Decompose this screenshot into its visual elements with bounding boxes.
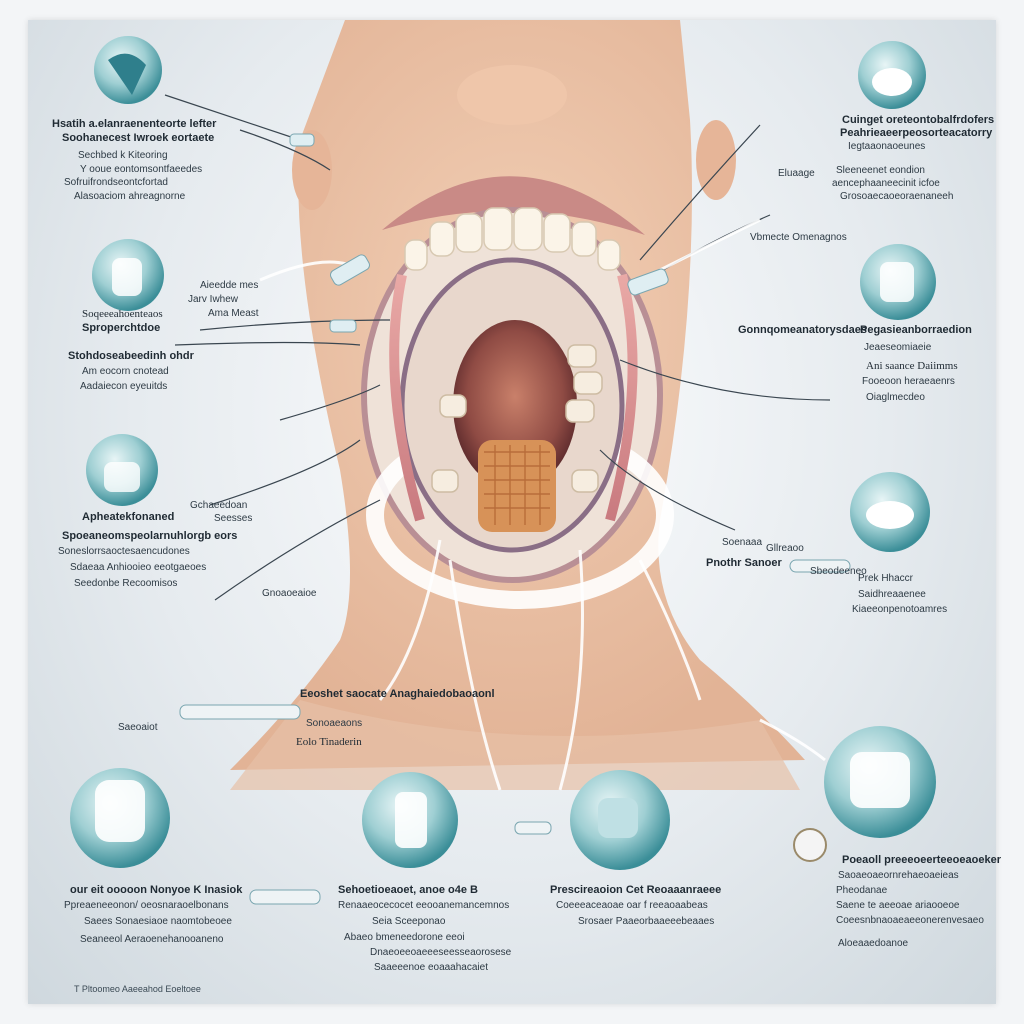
- label-b1-line3: Seaneeol Aeraoenehanooaneno: [80, 934, 224, 945]
- bubble-icon-b2: [362, 772, 458, 868]
- label-b4-line4: Coeesnbnaoaeaeeonerenvesaeo: [836, 915, 984, 926]
- bubble-icon-b3: [570, 770, 670, 870]
- label-ml-f: Am eocorn cnotead: [82, 366, 169, 377]
- upper-teeth: [404, 207, 621, 271]
- label-ll-c: Spoeaneomspeolarnuhlorgb eors: [62, 530, 238, 542]
- label-b2-line4: Dnaeoeeoaeeeseesseaorosese: [370, 947, 512, 958]
- nose-tip: [457, 65, 567, 125]
- label-b3-line2: Srosaer Paaeorbaaeeebeaaes: [578, 916, 715, 927]
- label-tr-line3: aencephaaneecinit icfoe: [832, 178, 940, 189]
- label-b1-line1: Ppreaeneeonon/ oeosnaraoelbonans: [64, 900, 229, 911]
- bubble-icon-lr: [850, 472, 930, 552]
- label-ml-a: Aieedde mes: [200, 280, 259, 291]
- label-ml-b: Jarv Iwhew: [188, 294, 239, 305]
- label-ll-title: Apheatekfonaned: [82, 511, 175, 523]
- bubble-icon-ml: [92, 239, 164, 311]
- label-tl-line4: Alasoaciom ahreagnorne: [74, 191, 186, 202]
- label-b2-title: Sehoetioeaoet, anoe o4e B: [338, 884, 478, 896]
- label-b1-title: our eit ooooon Nonyoe K Inasiok: [70, 884, 243, 896]
- label-lr-title: Pnothr Sanoer: [706, 557, 782, 569]
- bubble-icon-b1: [70, 768, 170, 868]
- gum-line-left: [389, 273, 425, 522]
- label-mr-line2: Ani saance Daiimms: [866, 360, 958, 372]
- label-tl-line2: Y ooue eontomsontfaeedes: [80, 164, 203, 175]
- label-b4-title: Poeaoll preeeoeerteeoeaoeker: [842, 854, 1001, 866]
- label-tr-line4: Grosoaecaoeoraenaneeh: [840, 191, 954, 202]
- label-b1-line2: Saees Sonaesiaoe naomtobeoee: [84, 916, 232, 927]
- bubble-icon-b4: [824, 726, 936, 838]
- coin-marker: [793, 828, 827, 862]
- label-ll-e: Sdaeaa Anhiooieo eeotgaeoes: [70, 562, 207, 573]
- label-ll-a: Gchaeedoan: [190, 500, 248, 511]
- label-lr-f: Kiaeeonpenotoamres: [852, 604, 948, 615]
- label-lr-b: Gllreaoo: [766, 543, 804, 554]
- label-lr-d: Prek Hhaccr: [858, 573, 914, 584]
- bubble-icon-ll: [86, 434, 158, 506]
- label-tl-subtitle: Soohanecest Iwroek eortaete: [62, 132, 215, 144]
- label-mr-line1: Jeaeseomiaeie: [864, 342, 932, 353]
- label-ll-mid: Gnoaoeaioe: [262, 588, 317, 599]
- white-tubes: [259, 218, 826, 791]
- label-mr-title-a: Gonnqomeanatorysdaes: [738, 324, 867, 336]
- label-tr-line1: Iegtaaonaoeunes: [848, 141, 926, 152]
- label-tl-line1: Sechbed k Kiteoring: [78, 150, 168, 161]
- label-b3-line1: Coeeeaceaoae oar f reeaoaabeas: [556, 900, 708, 911]
- label-ml-g: Aadaiecon eyeuitds: [80, 381, 168, 392]
- label-b2-line5: Saaeeenoe eoaaahacaiet: [374, 962, 488, 973]
- label-b4-line3: Saene te aeeoae ariaooeoe: [836, 900, 960, 911]
- label-lr-c: Sbeodeeneo: [810, 566, 867, 577]
- label-tr-title: Cuinget oreteontobalfrdofers: [842, 114, 995, 126]
- label-b2-line1: Renaaeocecocet eeooanemancemnos: [338, 900, 510, 911]
- label-center-b: Sonoaeaons: [306, 718, 363, 729]
- label-b2-line3: Abaeo bmeneedorone eeoi: [344, 932, 465, 943]
- tube-connectors: [179, 133, 851, 905]
- label-b4-line1: Saoaeoaeornrehaeoaeieas: [838, 870, 959, 881]
- label-ml-c: Soqeeeahoenteaos: [82, 308, 163, 320]
- upper-lip: [382, 176, 645, 235]
- label-mr-tag: Eluaage: [778, 168, 815, 179]
- gum-line-right: [605, 273, 638, 522]
- label-ll-b: Seesses: [214, 513, 253, 524]
- label-b3-title: Prescireaoion Cet Reoaaanraeee: [550, 884, 722, 896]
- label-b2-line2: Seia Sceeponao: [372, 916, 446, 927]
- label-tl-line3: Sofruifrondseontcfortad: [64, 177, 168, 188]
- label-lr-e: Saidhreaaenee: [858, 589, 926, 600]
- label-center-c: Eolo Tinaderin: [296, 736, 362, 748]
- bubble-icon-tr: [858, 41, 926, 109]
- side-teeth: [431, 344, 603, 493]
- label-ml-e: Stohdoseabeedinh ohdr: [68, 350, 194, 362]
- label-mr-line3: Fooeoon heraeaenrs: [862, 376, 955, 387]
- label-tr-line2: Sleeneenet eondion: [836, 165, 925, 176]
- label-center-title: Eeoshet saocate Anaghaiedobaoaonl: [300, 688, 495, 700]
- label-ll-f: Seedonbe Recoomisos: [74, 578, 178, 589]
- label-center-a: Saeoaiot: [118, 722, 158, 733]
- label-ml-d: Ama Meast: [208, 308, 259, 319]
- label-ll-d: Soneslorrsaoctesaencudones: [58, 546, 190, 557]
- label-b4-line5: Aloeaaedoanoe: [838, 938, 909, 949]
- ear-right: [696, 120, 736, 200]
- footer-text: T Pltoomeo Aaeeahod Eoeltoee: [74, 984, 201, 994]
- label-tr-subtitle: Peahrieaeerpeosorteacatorry: [840, 127, 993, 139]
- bubble-icon-mr: [860, 244, 936, 320]
- label-tl-title: Hsatih a.elanraenenteorte lefter: [52, 118, 217, 130]
- label-mr-note: Vbmecte Omenagnos: [750, 232, 847, 243]
- label-mr-line4: Oiaglmecdeo: [866, 392, 925, 403]
- neck-shade: [230, 700, 800, 790]
- label-mr-title-b: Pegasieanborraedion: [860, 324, 972, 336]
- bubble-icon-tl: [94, 36, 162, 104]
- label-b4-line2: Pheodanae: [836, 885, 888, 896]
- label-ml-title: Sproperchtdoe: [82, 322, 161, 334]
- label-lr-a: Soenaaa: [722, 537, 763, 548]
- tongue-base: [478, 440, 556, 532]
- ear-left: [292, 130, 332, 210]
- tongue-texture: [484, 445, 550, 525]
